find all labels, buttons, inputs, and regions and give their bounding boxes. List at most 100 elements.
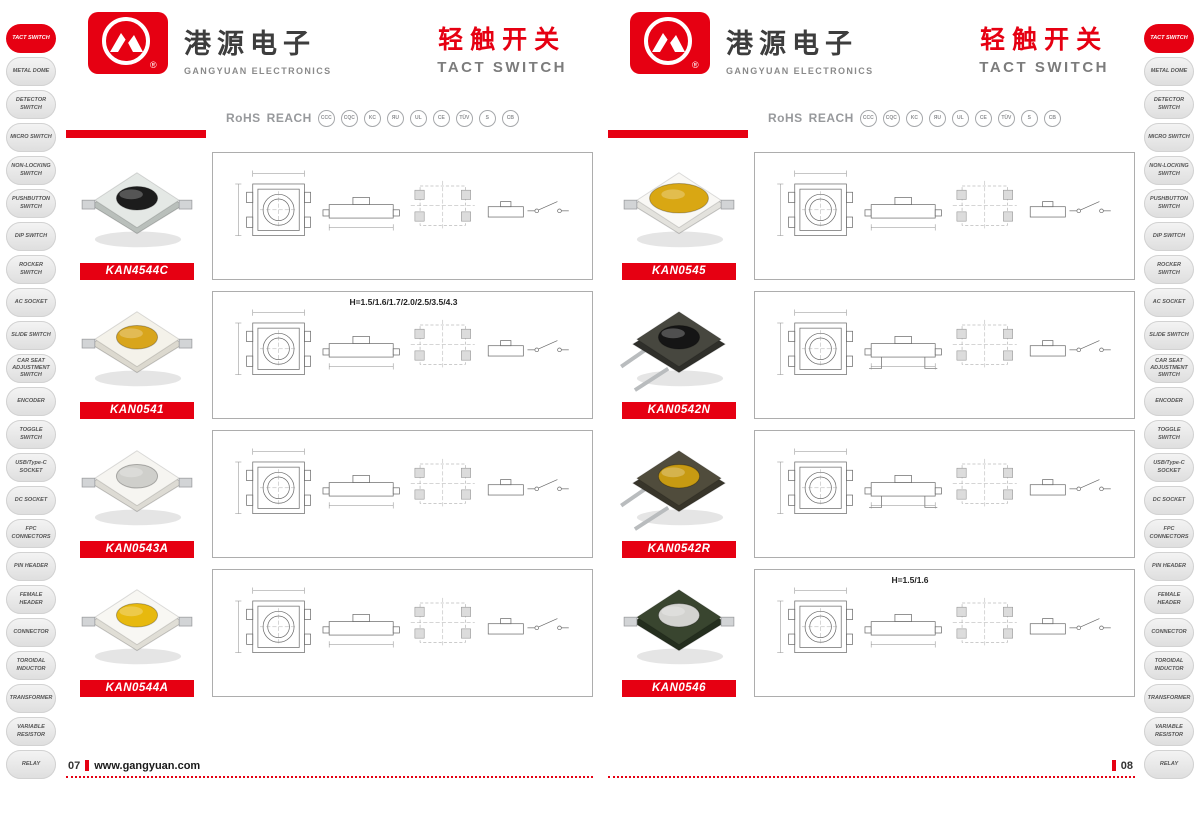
product-row-kan0542n: KAN0542N: [608, 291, 1135, 419]
sidebar-item-pushbutton-switch: PUSHBUTTON SWITCH: [6, 189, 56, 218]
sidebar-item-metal-dome: METAL DOME: [6, 57, 56, 86]
sidebar-item-ac-socket: AC SOCKET: [6, 288, 56, 317]
sidebar-item-dc-socket: DC SOCKET: [6, 486, 56, 515]
reach-label: REACH: [808, 111, 854, 125]
cert-mark-ccc-icon: CCC: [859, 109, 877, 127]
gangyuan-logo-icon: ®: [644, 17, 699, 70]
cert-mark-cqc-icon: CQC: [882, 109, 900, 127]
part-number-label: KAN0543A: [80, 540, 194, 558]
product-row-kan0542r: KAN0542R: [608, 430, 1135, 558]
product-row-kan0544a: KAN0544A: [66, 569, 593, 697]
sidebar-item-non-locking-switch: NON-LOCKING SWITCH: [1144, 156, 1194, 185]
product-photo-column: KAN0546: [608, 569, 750, 697]
technical-drawing-box: [212, 152, 593, 280]
product-photo-kan0541: [73, 300, 201, 398]
section-title-en: TACT SWITCH: [979, 59, 1109, 76]
sidebar-item-fpc-connectors: FPC CONNECTORS: [6, 519, 56, 548]
sidebar-item-detector-switch: DETECTOR SWITCH: [1144, 90, 1194, 119]
height-options-note: H=1.5/1.6: [891, 575, 929, 585]
technical-drawing-box: [754, 430, 1135, 558]
brand-name-cn: 港源电子: [184, 29, 316, 60]
product-photo-kan0542r: [615, 439, 743, 537]
brand-name-en: GANGYUAN ELECTRONICS: [726, 66, 874, 76]
part-number-label: KAN4544C: [80, 262, 194, 280]
sidebar-item-connector: CONNECTOR: [6, 618, 56, 647]
part-number-label: KAN0544A: [80, 679, 194, 697]
product-photo-column: KAN0545: [608, 152, 750, 280]
cert-mark-t-v-icon: TÜV: [455, 109, 473, 127]
footer-tick: [1111, 760, 1116, 771]
page-header: ® 港源电子 GANGYUAN ELECTRONICS 轻触开关 TACT SW…: [608, 10, 1135, 100]
sidebar-item-female-header: FEMALE HEADER: [1144, 585, 1194, 614]
page-footer: 08: [608, 758, 1135, 778]
product-list: KAN4544C: [66, 152, 593, 697]
sidebar-item-pin-header: PIN HEADER: [1144, 552, 1194, 581]
page-number: 07: [68, 759, 81, 772]
technical-drawing-box: [754, 152, 1135, 280]
sidebar-item-tact-switch: TACT SWITCH: [1144, 24, 1194, 53]
sidebar-item-ac-socket: AC SOCKET: [1144, 288, 1194, 317]
website-url: www.gangyuan.com: [94, 759, 201, 772]
gangyuan-logo-icon: ®: [102, 17, 157, 70]
product-list: KAN0545: [608, 152, 1135, 697]
product-row-kan4544c: KAN4544C: [66, 152, 593, 280]
section-title-cn: 轻触开关: [980, 25, 1109, 54]
sidebar-item-slide-switch: SLIDE SWITCH: [1144, 321, 1194, 350]
product-photo-column: KAN0542N: [608, 291, 750, 419]
sidebar-item-pushbutton-switch: PUSHBUTTON SWITCH: [1144, 189, 1194, 218]
cert-mark-t-v-icon: TÜV: [997, 109, 1015, 127]
page-footer: 07 www.gangyuan.com: [66, 758, 593, 778]
height-options-note: H=1.5/1.6/1.7/2.0/2.5/3.5/4.3: [349, 297, 458, 307]
cert-mark-u-icon: ЯU: [386, 109, 404, 127]
cert-mark-u-icon: ЯU: [928, 109, 946, 127]
cert-mark-ce-icon: CE: [432, 109, 450, 127]
product-row-kan0546: KAN0546 H=1.5/1.6: [608, 569, 1135, 697]
sidebar-item-toggle-switch: TOGGLE SWITCH: [6, 420, 56, 449]
brand-block: 港源电子 GANGYUAN ELECTRONICS: [726, 22, 874, 76]
brand-logo: ®: [630, 12, 710, 74]
sidebar-item-transformer: TRANSFORMER: [6, 684, 56, 713]
technical-drawing-box: [212, 430, 593, 558]
product-photo-column: KAN4544C: [66, 152, 208, 280]
product-photo-column: KAN0542R: [608, 430, 750, 558]
footer-tick: [85, 760, 90, 771]
cert-mark-s-icon: S: [478, 109, 496, 127]
sidebar-item-encoder: ENCODER: [1144, 387, 1194, 416]
product-photo-kan0546: [615, 578, 743, 676]
sidebar-item-tact-switch: TACT SWITCH: [6, 24, 56, 53]
sidebar-item-pin-header: PIN HEADER: [6, 552, 56, 581]
footer-dotted-line: [608, 776, 1135, 778]
product-row-kan0543a: KAN0543A: [66, 430, 593, 558]
catalog-page-right: ® 港源电子 GANGYUAN ELECTRONICS 轻触开关 TACT SW…: [608, 10, 1135, 805]
sidebar-item-dip-switch: DIP SWITCH: [1144, 222, 1194, 251]
sidebar-item-toggle-switch: TOGGLE SWITCH: [1144, 420, 1194, 449]
sidebar-item-micro-switch: MICRO SWITCH: [1144, 123, 1194, 152]
sidebar-item-non-locking-switch: NON-LOCKING SWITCH: [6, 156, 56, 185]
cert-mark-s-icon: S: [1020, 109, 1038, 127]
sidebar-item-car-seat-adjustment-switch: CAR SEAT ADJUSTMENT SWITCH: [6, 354, 56, 383]
rohs-label: RoHS: [226, 111, 261, 125]
sidebar-item-toroidal-inductor: TOROIDAL INDUCTOR: [6, 651, 56, 680]
sidebar-item-usb-type-c-socket: USB/Type-C SOCKET: [1144, 453, 1194, 482]
part-number-label: KAN0545: [622, 262, 736, 280]
part-number-label: KAN0546: [622, 679, 736, 697]
part-number-label: KAN0542R: [622, 540, 736, 558]
registered-mark: ®: [150, 60, 157, 70]
cert-mark-kc-icon: KC: [905, 109, 923, 127]
part-number-label: KAN0542N: [622, 401, 736, 419]
sidebar-item-relay: RELAY: [1144, 750, 1194, 779]
product-photo-kan0545: [615, 161, 743, 259]
reach-label: REACH: [266, 111, 312, 125]
cert-mark-ccc-icon: CCC: [317, 109, 335, 127]
sidebar-item-rocker-switch: ROCKER SWITCH: [1144, 255, 1194, 284]
accent-bar: [608, 130, 748, 138]
cert-mark-ul-icon: UL: [951, 109, 969, 127]
technical-drawing-box: [212, 569, 593, 697]
sidebar-item-toroidal-inductor: TOROIDAL INDUCTOR: [1144, 651, 1194, 680]
product-photo-kan4544c: [73, 161, 201, 259]
sidebar-item-transformer: TRANSFORMER: [1144, 684, 1194, 713]
sidebar-item-micro-switch: MICRO SWITCH: [6, 123, 56, 152]
